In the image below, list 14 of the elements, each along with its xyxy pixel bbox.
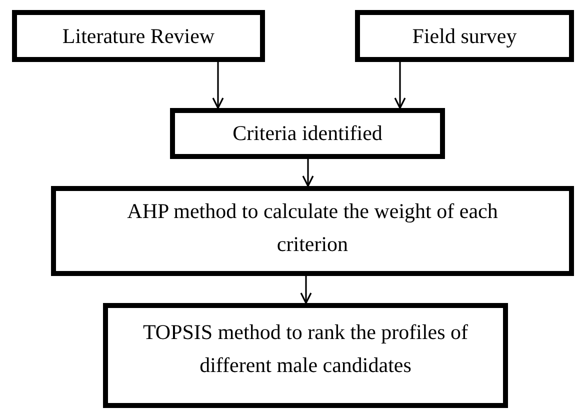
process-box bbox=[103, 303, 508, 408]
arrow bbox=[302, 159, 314, 187]
box-label: TOPSIS method to rank the profiles of different male candidates bbox=[142, 319, 470, 379]
arrow bbox=[300, 276, 312, 304]
box-label: AHP method to calculate the weight of each criterion bbox=[126, 198, 499, 258]
box-label: Literature Review bbox=[62, 22, 215, 50]
process-box bbox=[355, 10, 574, 62]
process-box bbox=[170, 108, 445, 159]
process-box bbox=[12, 10, 265, 62]
arrow bbox=[394, 62, 406, 109]
box-label: Criteria identified bbox=[232, 120, 382, 147]
arrow bbox=[212, 62, 224, 109]
process-box bbox=[51, 186, 574, 276]
box-label: Field survey bbox=[412, 22, 517, 50]
